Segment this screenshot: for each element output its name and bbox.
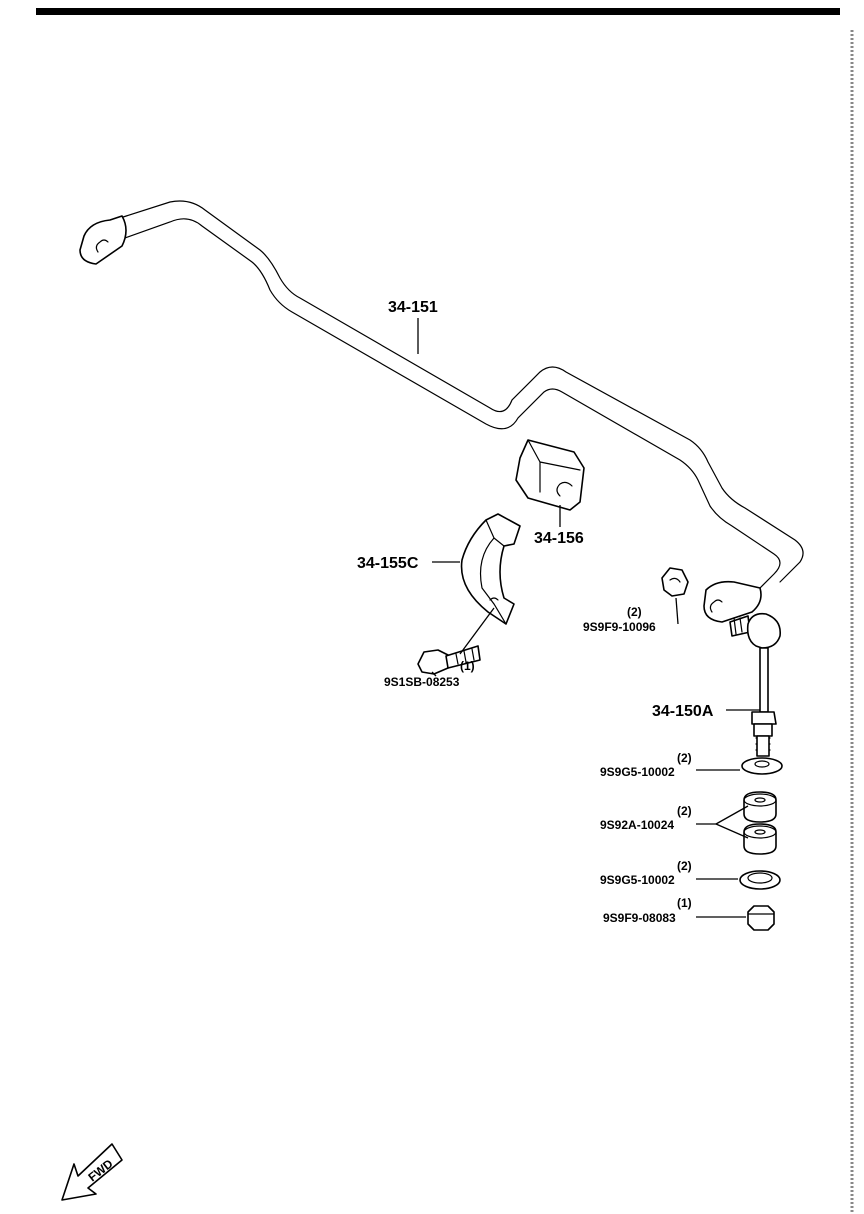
rubber-lower bbox=[743, 823, 777, 855]
code-upper-nut: 9S9F9-10096 bbox=[583, 620, 656, 634]
label-bushing: 34-156 bbox=[534, 530, 584, 547]
lower-nut bbox=[747, 905, 775, 931]
qty-lower-nut: (1) bbox=[677, 896, 692, 910]
code-washer-lower: 9S9G5-10002 bbox=[600, 873, 675, 887]
leader-rubber-lower bbox=[715, 823, 749, 839]
leader-rubber-upper bbox=[715, 805, 749, 825]
bolt bbox=[417, 645, 481, 675]
label-bracket: 34-155C bbox=[357, 555, 419, 572]
forward-arrow-icon: FWD bbox=[61, 1143, 123, 1201]
label-control-link: 34-150A bbox=[652, 703, 714, 720]
qty-upper-nut: (2) bbox=[627, 605, 642, 619]
code-rubber: 9S92A-10024 bbox=[600, 818, 674, 832]
rubber-upper bbox=[743, 791, 777, 823]
code-bolt: 9S1SB-08253 bbox=[384, 675, 460, 689]
qty-washer-lower: (2) bbox=[677, 859, 692, 873]
bracket bbox=[460, 513, 521, 625]
leader-bolt bbox=[431, 671, 437, 677]
upper-nut bbox=[661, 567, 689, 597]
leader-upper-nut bbox=[675, 597, 679, 625]
label-stabilizer: 34-151 bbox=[388, 299, 438, 316]
bushing bbox=[515, 439, 585, 511]
qty-bolt: (1) bbox=[460, 659, 475, 673]
code-washer-upper: 9S9G5-10002 bbox=[600, 765, 675, 779]
top-border-bar bbox=[36, 8, 840, 15]
qty-washer-upper: (2) bbox=[677, 751, 692, 765]
code-lower-nut: 9S9F9-08083 bbox=[603, 911, 676, 925]
qty-rubber: (2) bbox=[677, 804, 692, 818]
leader-bolt-to-bracket bbox=[459, 607, 495, 655]
washer-lower bbox=[739, 870, 781, 890]
control-link bbox=[729, 612, 782, 757]
stabilizer-bar bbox=[79, 200, 804, 623]
washer-upper bbox=[741, 757, 783, 775]
